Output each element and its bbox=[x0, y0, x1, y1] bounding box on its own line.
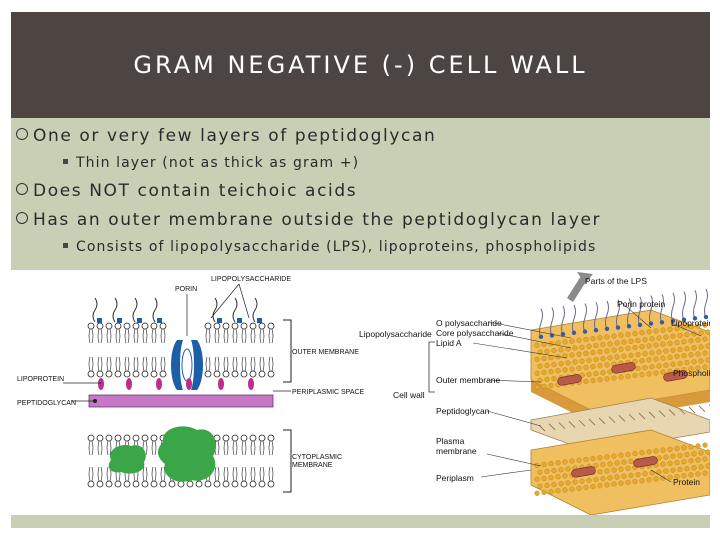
label-periplasm: Periplasm bbox=[436, 473, 474, 483]
label-parts-of-lps: Parts of the LPS bbox=[585, 276, 647, 286]
membrane-protein-icon bbox=[108, 444, 146, 474]
bullet-marker-icon bbox=[16, 212, 28, 224]
o-polysaccharide-chains bbox=[538, 288, 709, 339]
membrane-protein-icon bbox=[158, 426, 217, 482]
cell-wall-diagrams: PORIN LIPOPOLYSACCHARIDE OUTER MEMBRANE … bbox=[17, 272, 710, 515]
sub-bullet-text: Consists of lipopolysaccharide (LPS), li… bbox=[76, 239, 597, 255]
label-peptidoglycan: Peptidoglycan bbox=[436, 406, 490, 416]
lps-chains bbox=[92, 297, 262, 323]
label-periplasmic-space: PERIPLASMIC SPACE bbox=[292, 389, 365, 396]
bullet-marker-icon bbox=[16, 183, 28, 195]
sub-bullet-item: Consists of lipopolysaccharide (LPS), li… bbox=[63, 239, 596, 255]
label-lipopolysaccharide: LIPOPOLYSACCHARIDE bbox=[211, 276, 291, 283]
label-lipoprotein: Lipoprotein bbox=[671, 318, 710, 328]
sub-bullet-text: Thin layer (not as thick as gram +) bbox=[76, 155, 360, 171]
bullet-item: One or very few layers of peptidoglycan bbox=[16, 126, 436, 146]
label-phospholipid: Phospholipid bbox=[673, 368, 710, 378]
label-cell-wall: Cell wall bbox=[393, 390, 425, 400]
bullet-text: One or very few layers of peptidoglycan bbox=[33, 126, 437, 146]
plasma-membrane-lipid-heads bbox=[534, 442, 710, 496]
label-lipoprotein: LIPOPROTEIN bbox=[17, 376, 64, 383]
bullet-text: Has an outer membrane outside the peptid… bbox=[33, 210, 602, 230]
membrane-proteins bbox=[557, 362, 688, 478]
label-cytoplasmic: CYTOPLASMIC bbox=[292, 454, 342, 461]
label-lipopolysaccharide: Lipopolysaccharide bbox=[359, 329, 432, 339]
square-bullet-icon bbox=[63, 159, 68, 164]
arrow-icon bbox=[567, 276, 587, 302]
outer-membrane-lipid-heads bbox=[534, 322, 710, 390]
label-outer-membrane: OUTER MEMBRANE bbox=[292, 349, 359, 356]
label-outer-membrane: Outer membrane bbox=[436, 375, 501, 385]
figure-panel: PORIN LIPOPOLYSACCHARIDE OUTER MEMBRANE … bbox=[11, 270, 710, 515]
sub-bullet-item: Thin layer (not as thick as gram +) bbox=[63, 155, 359, 171]
lipoproteins bbox=[98, 378, 254, 390]
label-plasma-membrane: membrane bbox=[436, 446, 477, 456]
label-porin-protein: Porin protein bbox=[617, 299, 665, 309]
bullet-text: Does NOT contain teichoic acids bbox=[33, 181, 358, 201]
label-peptidoglycan: PEPTIDOGLYCAN bbox=[17, 400, 76, 407]
label-plasma: Plasma bbox=[436, 436, 465, 446]
porin-icon bbox=[171, 340, 203, 390]
label-lipid-a: Lipid A bbox=[436, 338, 462, 348]
bullet-marker-icon bbox=[16, 128, 28, 140]
label-porin: PORIN bbox=[175, 286, 197, 293]
square-bullet-icon bbox=[63, 243, 68, 248]
peptidoglycan-mesh bbox=[538, 404, 710, 432]
outer-membrane-lipids bbox=[87, 322, 275, 378]
title-bar: GRAM NEGATIVE (-) CELL WALL bbox=[11, 12, 710, 118]
label-cytoplasmic-membrane: MEMBRANE bbox=[292, 462, 333, 469]
label-o-polysaccharide: O polysaccharide bbox=[436, 318, 502, 328]
bullet-item: Does NOT contain teichoic acids bbox=[16, 181, 357, 201]
bullet-item: Has an outer membrane outside the peptid… bbox=[16, 210, 601, 230]
label-protein: Protein bbox=[673, 477, 700, 487]
right-cell-wall-diagram: Parts of the LPS Porin protein O polysac… bbox=[359, 272, 710, 515]
slide-title: GRAM NEGATIVE (-) CELL WALL bbox=[133, 51, 588, 79]
bullet-list: One or very few layers of peptidoglycan … bbox=[11, 118, 710, 270]
label-core-polysaccharide: Core polysaccharide bbox=[436, 328, 514, 338]
left-cell-wall-diagram: PORIN LIPOPOLYSACCHARIDE OUTER MEMBRANE … bbox=[17, 276, 365, 493]
peptidoglycan-layer bbox=[88, 394, 274, 408]
